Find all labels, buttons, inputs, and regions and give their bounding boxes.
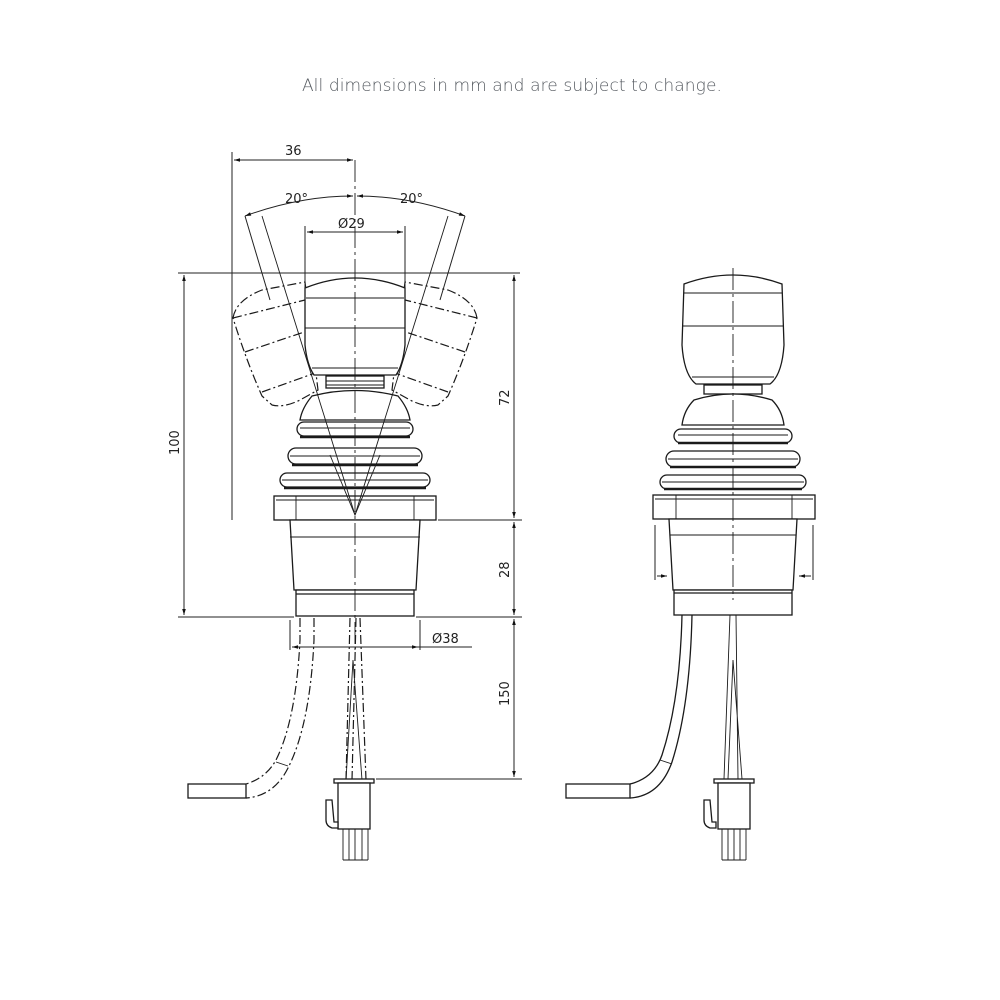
connector: [325, 778, 375, 861]
dim-72-label: 72: [498, 389, 513, 406]
dim-overall-height: 100: [168, 272, 520, 618]
cable-loop-right: [565, 614, 693, 799]
wire-bundle: [345, 617, 367, 781]
dim-right-stack: 72 28 150: [376, 275, 522, 780]
tilt-line-right: [354, 215, 449, 516]
dim-150-label: 150: [498, 681, 513, 706]
wire-bundle-right: [723, 614, 743, 780]
dim-body-diameter: Ø38: [289, 620, 472, 650]
dimensions-note: All dimensions in mm and are subject to …: [301, 76, 723, 96]
dim-tilt-angle: 20° 20°: [244, 192, 466, 301]
plain-view: [565, 268, 816, 861]
dim-grip-diameter: Ø29: [304, 217, 406, 290]
connector-right: [703, 778, 755, 861]
dim-29-label: Ø29: [338, 217, 365, 232]
cable-loop: [187, 618, 315, 799]
mounting-flange-right: [652, 494, 816, 520]
dim-handle-offset: 36: [231, 144, 353, 520]
dim-38-label: Ø38: [432, 632, 459, 647]
tilted-handle-left: [232, 281, 319, 407]
dimensioned-view: 36 20° 20° Ø29 100: [168, 144, 522, 861]
lower-body-right: [654, 518, 814, 616]
tilt-line-left: [261, 215, 356, 516]
dim-28-label: 28: [498, 561, 513, 578]
pivot-marker: [329, 454, 381, 517]
dim-100-label: 100: [168, 430, 183, 455]
dim-36-label: 36: [285, 144, 302, 159]
dim-tilt-right-label: 20°: [400, 192, 423, 207]
tilted-handle-right: [391, 281, 478, 407]
dim-tilt-left-label: 20°: [285, 192, 308, 207]
